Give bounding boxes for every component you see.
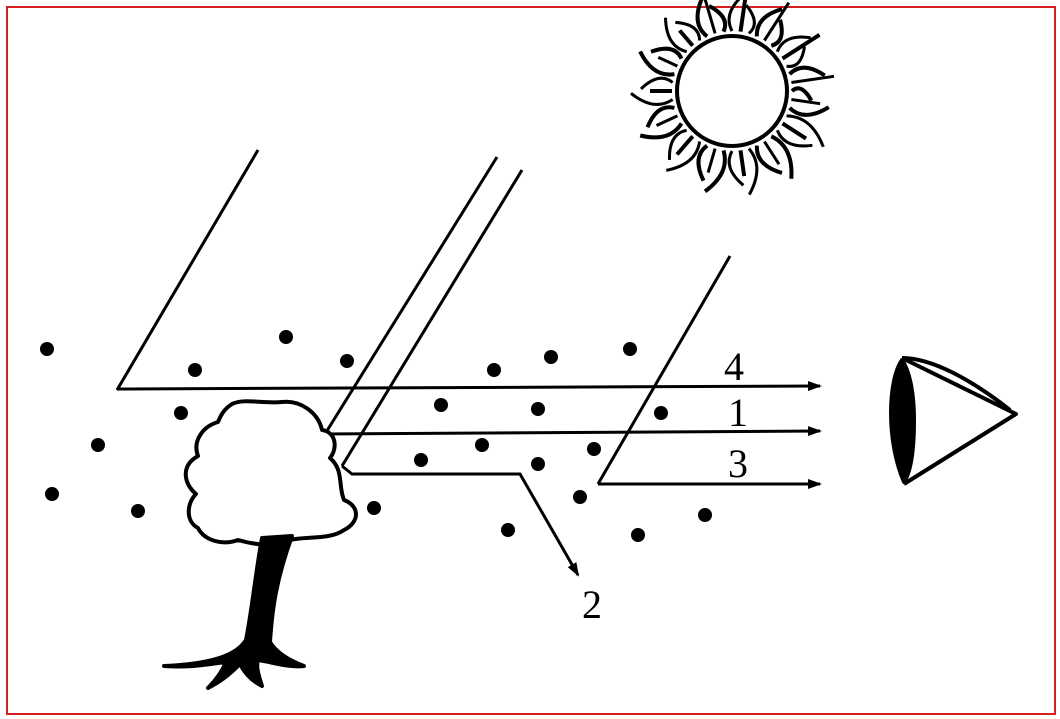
particle-dot	[487, 363, 501, 377]
particle-dot	[544, 350, 558, 364]
ray-2-label: 2	[582, 582, 602, 627]
particle-dot	[414, 453, 428, 467]
ray-4-arrow	[117, 386, 820, 389]
sun-flame	[641, 78, 673, 89]
particle-dot	[631, 528, 645, 542]
sun-flame	[680, 31, 693, 46]
ray-1-label: 1	[728, 390, 748, 435]
sun-flame	[790, 68, 825, 76]
sun-flame	[698, 146, 707, 181]
incoming-ray-1	[325, 157, 497, 434]
particles	[40, 330, 712, 542]
particle-dot	[340, 354, 354, 368]
incoming-ray-3	[598, 256, 730, 484]
eye-lens	[891, 360, 914, 482]
ray-3-label: 3	[728, 441, 748, 486]
particle-dot	[501, 523, 515, 537]
particle-dot	[531, 402, 545, 416]
sun-flame	[702, 0, 715, 33]
particle-dot	[131, 504, 145, 518]
particle-dot	[91, 438, 105, 452]
sun-flame	[791, 100, 820, 104]
particle-dot	[623, 342, 637, 356]
ray-2-arrow	[342, 466, 578, 575]
particle-dot	[367, 501, 381, 515]
tree-icon	[164, 401, 356, 688]
sun-flame	[651, 49, 682, 59]
sun-flame	[783, 123, 807, 138]
incoming-ray-2	[342, 170, 522, 466]
particle-dot	[654, 406, 668, 420]
sun-flame	[764, 142, 779, 165]
particle-dot	[698, 508, 712, 522]
eye-icon	[891, 358, 1016, 484]
sun-flame	[677, 136, 693, 154]
sun-flame	[764, 3, 788, 41]
sun-flame	[791, 76, 834, 82]
sun-flame	[631, 93, 673, 104]
particle-dot	[434, 398, 448, 412]
particle-dot	[40, 342, 54, 356]
ray-4-label: 4	[724, 344, 744, 389]
sun-flame	[790, 107, 829, 115]
sun-flame	[741, 150, 745, 176]
sun-icon	[631, 0, 834, 195]
particle-dot	[174, 406, 188, 420]
tree-trunk	[164, 536, 304, 688]
particle-dot	[475, 438, 489, 452]
sun-flame	[658, 57, 677, 66]
particle-dot	[531, 457, 545, 471]
particle-dot	[587, 442, 601, 456]
sun-flame	[657, 116, 678, 126]
particle-dot	[573, 490, 587, 504]
sun-flame	[749, 149, 757, 195]
particle-dot	[45, 487, 59, 501]
particle-dot	[279, 330, 293, 344]
sun-flame	[708, 149, 715, 173]
sun-flame	[741, 0, 748, 32]
sun-flame	[746, 5, 754, 33]
incoming-ray-4	[117, 150, 258, 390]
particle-dot	[188, 363, 202, 377]
